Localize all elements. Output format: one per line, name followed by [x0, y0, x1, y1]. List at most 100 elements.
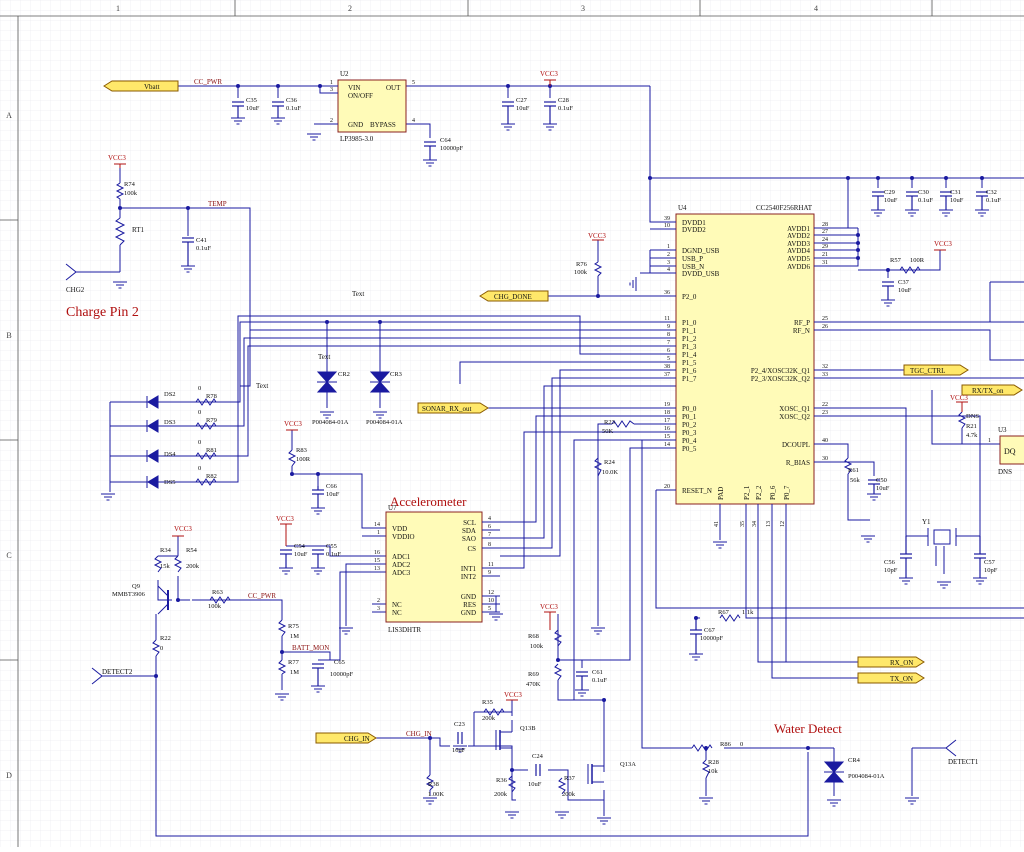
q13a-ref: Q13A: [620, 761, 636, 768]
u4-pin-name: P1_2: [682, 335, 697, 343]
port-tgc-ctrl: TGC_CTRL: [903, 364, 969, 376]
cr2-ref: CR2: [338, 371, 350, 378]
u4-pin-name: USB_N: [682, 263, 704, 271]
r79-val: 0: [198, 409, 201, 416]
port-chg-in: CHG_IN: [315, 732, 377, 744]
u4-pin-number: 39: [664, 216, 670, 222]
c54-ref: C54: [294, 543, 306, 550]
u4-pin-number: 30: [822, 456, 828, 462]
u7-pin-number: 5: [488, 606, 491, 612]
u4-pin-name: P1_7: [682, 375, 697, 383]
r68-ref: R68: [528, 633, 539, 640]
u7-pin-name: NC: [392, 609, 402, 617]
row-label: B: [6, 331, 11, 340]
net-chg2: CHG2: [66, 286, 85, 294]
accelerometer-label: Accelerometer: [390, 494, 467, 509]
led-icon: [110, 419, 192, 433]
c41-ref: C41: [196, 237, 207, 244]
u7-pin-name: ADC3: [392, 569, 411, 577]
r81-val: 0: [198, 439, 201, 446]
u7-pin-name: GND: [461, 593, 476, 601]
row-label: D: [6, 771, 12, 780]
u4-pin-number: 24: [822, 237, 828, 243]
r38-ref: R38: [428, 781, 439, 788]
u7-pin-name: ADC1: [392, 553, 411, 561]
u7-pin-number: 8: [488, 542, 491, 548]
ground-icon: [453, 745, 467, 753]
r61-val: 56k: [850, 477, 861, 484]
r36-ref: R36: [496, 777, 508, 784]
vcc-label: VCC3: [950, 394, 968, 402]
c55-val: 0.1uF: [326, 551, 341, 558]
r86-ref: R86: [720, 741, 732, 748]
u4-pin-name: P1_1: [682, 327, 697, 335]
charge-pin-label: Charge Pin 2: [66, 305, 139, 320]
u4-pin-number: 32: [822, 364, 828, 370]
ground-icon: [555, 811, 569, 819]
ds4-ref: DS4: [164, 451, 176, 458]
port-chg-in-label: CHG_IN: [344, 735, 370, 743]
port-chg-done-label: CHG_DONE: [494, 293, 532, 301]
r77-ref: R77: [288, 659, 300, 666]
vcc-label: VCC3: [108, 154, 126, 162]
u4-pin-name: AVDD4: [787, 247, 810, 255]
ground-icon: [699, 797, 713, 805]
tvs-diode-icon: [316, 367, 338, 408]
u4-pin-number: 38: [664, 364, 670, 370]
port-tx-on: TX_ON: [857, 672, 925, 684]
c30-val: 0.1uF: [918, 197, 933, 204]
r74-ref: R74: [124, 181, 136, 188]
u4-pin-number: 26: [822, 324, 828, 330]
port-rx-tx-on: RX/TX_on: [961, 384, 1023, 396]
rt1-ref: RT1: [132, 226, 145, 234]
led-icon: [110, 395, 192, 409]
u4-pin-number: 31: [822, 260, 828, 266]
led-icon: [110, 449, 192, 463]
r37-val: 200k: [562, 791, 576, 798]
u4-pin-name: RESET_N: [682, 487, 712, 495]
u3-part: DQ: [1004, 447, 1016, 456]
led-symbols: [109, 395, 192, 492]
cr4-part: P004084-01A: [848, 773, 885, 780]
r23-ref: R23: [604, 419, 615, 426]
net-labels: CC_PWR TEMP CHG2 CC_PWR BATT_MON DETECT2…: [66, 78, 979, 766]
c28-ref: C28: [558, 97, 569, 104]
c61-val: 0.1uF: [592, 677, 607, 684]
c50-ref: C50: [876, 477, 887, 484]
text-annotation: Text: [318, 353, 330, 361]
u4-pin-number: 14: [664, 442, 670, 448]
c24-val: 10uF: [528, 781, 542, 788]
c28-val: 0.1uF: [558, 105, 573, 112]
mosfet-icon: [495, 720, 513, 760]
u4-pin-number: 35: [740, 521, 746, 527]
column-label: 3: [581, 4, 585, 13]
r83-ref: R83: [296, 447, 307, 454]
cr2-part: P004084-01A: [312, 419, 349, 426]
u4-pin-name: P0_2: [682, 421, 697, 429]
y1-ref: Y1: [922, 518, 931, 526]
u4-pin-number: 8: [667, 332, 670, 338]
u2-pin-num: 4: [412, 118, 415, 124]
net-detect1: DETECT1: [948, 758, 979, 766]
u7-pin-name: RES: [463, 601, 476, 609]
u7-pin-number: 3: [377, 606, 380, 612]
u7-ref: U7: [388, 504, 397, 512]
u2-pin-num: 1: [330, 80, 333, 86]
u7-pin-number: 13: [374, 566, 380, 572]
u4-pin-name: P1_4: [682, 351, 697, 359]
u4-pin-name: P0_4: [682, 437, 697, 445]
u3-pin: 1: [988, 438, 991, 444]
cr3-ref: CR3: [390, 371, 402, 378]
q13b-ref: Q13B: [520, 725, 536, 732]
u2-pin-name: GND: [348, 121, 363, 129]
u7-pin-name: NC: [392, 601, 402, 609]
u4-pin-name: R_BIAS: [786, 459, 810, 467]
c32-ref: C32: [986, 189, 997, 196]
u7-pin-name: VDDIO: [392, 533, 415, 541]
u4-pin-name: AVDD6: [787, 263, 810, 271]
u4-pin-number: 7: [667, 340, 670, 346]
ground-icon: [827, 799, 841, 807]
c35-ref: C35: [246, 97, 257, 104]
